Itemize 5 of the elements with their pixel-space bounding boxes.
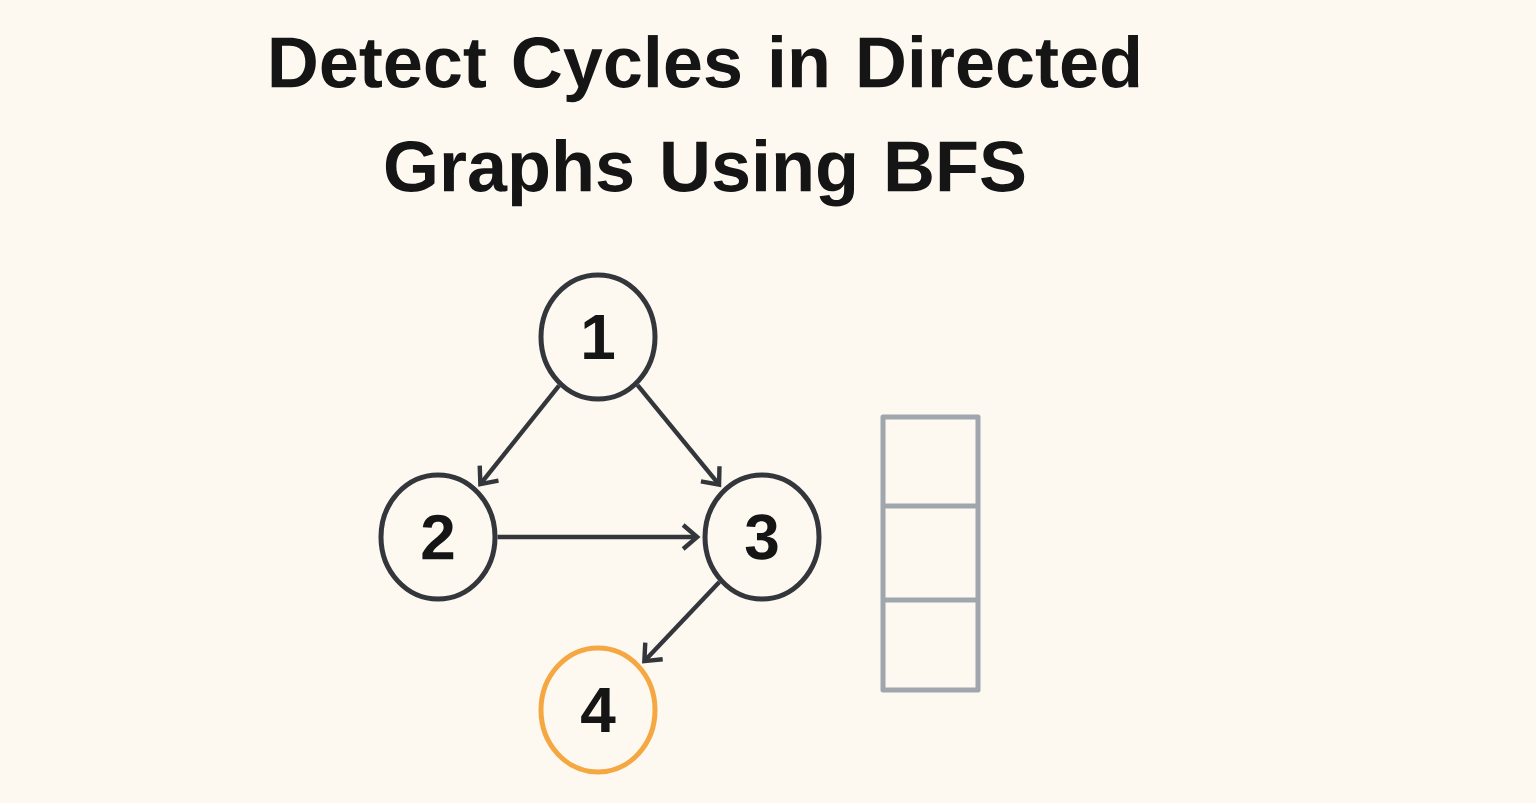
arrow: [497, 523, 701, 551]
arrow: [642, 580, 721, 664]
arrow: [477, 384, 561, 487]
title: Detect Cycles in Directed Graphs Using BFS: [271, 35, 1139, 207]
arrow: [635, 383, 722, 488]
